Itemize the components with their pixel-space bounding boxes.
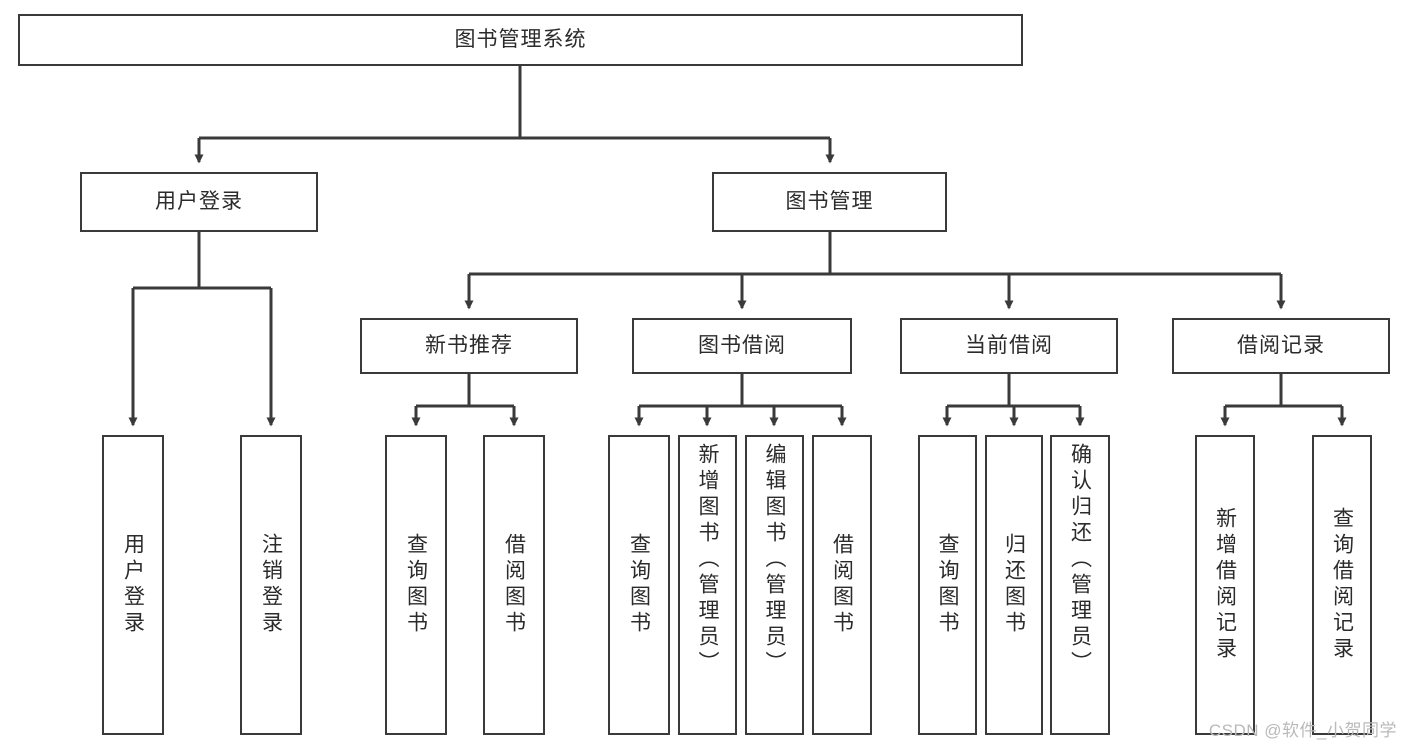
node-book-borrow[interactable]: 图书借阅 — [632, 318, 852, 374]
node-book-manage-label: 图书管理 — [785, 190, 874, 214]
node-current-borrow-label: 当前借阅 — [965, 334, 1053, 358]
node-user-login-label: 用户登录 — [155, 190, 243, 214]
node-user-login[interactable]: 用户登录 — [80, 172, 318, 232]
node-leaf-edit-book-label: 编辑图书（管理员） — [763, 443, 786, 677]
node-new-book-recommend-label: 新书推荐 — [425, 334, 513, 358]
node-borrow-record-label: 借阅记录 — [1237, 334, 1325, 358]
node-leaf-add-record-label: 新增借阅记录 — [1213, 507, 1237, 663]
node-leaf-edit-book[interactable]: 编辑图书（管理员） — [745, 435, 804, 735]
node-leaf-query-record-label: 查询借阅记录 — [1330, 507, 1354, 663]
node-leaf-query-book-1-label: 查询图书 — [404, 533, 428, 637]
node-leaf-add-book[interactable]: 新增图书（管理员） — [678, 435, 737, 735]
node-leaf-query-book-2-label: 查询图书 — [627, 533, 651, 637]
node-leaf-logout-label: 注销登录 — [259, 533, 283, 637]
node-leaf-logout[interactable]: 注销登录 — [240, 435, 302, 735]
node-borrow-record[interactable]: 借阅记录 — [1172, 318, 1390, 374]
watermark: CSDN @软件_小贺同学 — [1208, 721, 1397, 740]
node-leaf-user-login-label: 用户登录 — [121, 533, 145, 637]
node-leaf-borrow-book-2-label: 借阅图书 — [830, 533, 854, 637]
node-leaf-borrow-book-1-label: 借阅图书 — [502, 533, 526, 637]
node-root[interactable]: 图书管理系统 — [18, 14, 1023, 66]
node-book-borrow-label: 图书借阅 — [698, 334, 786, 358]
node-leaf-user-login[interactable]: 用户登录 — [102, 435, 164, 735]
node-leaf-query-book-3-label: 查询图书 — [936, 533, 959, 637]
node-new-book-recommend[interactable]: 新书推荐 — [360, 318, 578, 374]
node-leaf-borrow-book-1[interactable]: 借阅图书 — [483, 435, 545, 735]
node-leaf-return-book[interactable]: 归还图书 — [985, 435, 1043, 735]
node-leaf-return-book-label: 归还图书 — [1002, 533, 1026, 637]
node-leaf-confirm-return-label: 确认归还（管理员） — [1068, 443, 1092, 677]
node-leaf-query-book-2[interactable]: 查询图书 — [608, 435, 670, 735]
node-leaf-confirm-return[interactable]: 确认归还（管理员） — [1050, 435, 1110, 735]
node-leaf-borrow-book-2[interactable]: 借阅图书 — [812, 435, 872, 735]
node-book-manage[interactable]: 图书管理 — [712, 172, 947, 232]
node-root-label: 图书管理系统 — [454, 28, 587, 52]
node-current-borrow[interactable]: 当前借阅 — [900, 318, 1118, 374]
node-leaf-query-book-3[interactable]: 查询图书 — [918, 435, 977, 735]
node-leaf-query-record[interactable]: 查询借阅记录 — [1312, 435, 1372, 735]
node-leaf-add-record[interactable]: 新增借阅记录 — [1195, 435, 1255, 735]
node-leaf-query-book-1[interactable]: 查询图书 — [385, 435, 447, 735]
node-leaf-add-book-label: 新增图书（管理员） — [696, 443, 719, 677]
